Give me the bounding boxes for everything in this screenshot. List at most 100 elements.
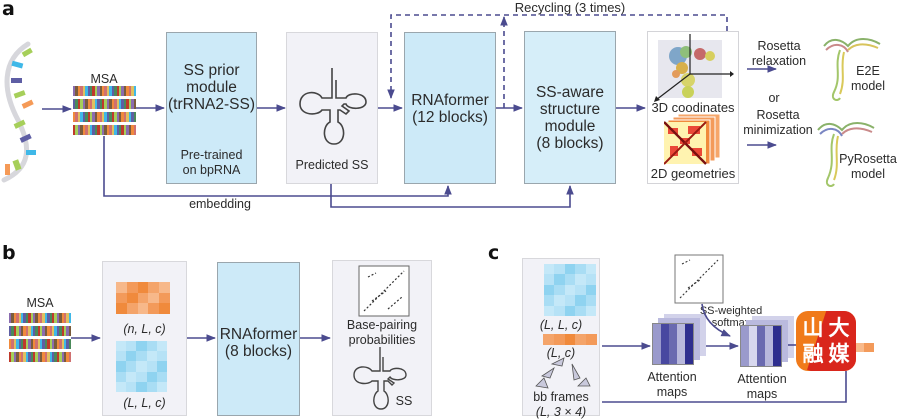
msa-column-cell (52, 352, 55, 362)
ss-prior-line-3: (trRNA2-SS) (168, 96, 255, 113)
e2e-model-structure-icon (823, 38, 881, 101)
pair-embedding-cell (136, 351, 147, 362)
attention-cell (685, 348, 693, 356)
watermark-logo-text: 山 大 融 媒 (800, 315, 852, 367)
msa-column-cell (11, 352, 14, 362)
pair-embedding-cell (575, 274, 586, 285)
msa-column-cell (47, 326, 50, 336)
msa-column-cell (131, 112, 134, 122)
msa-column-cell (28, 326, 31, 336)
msa-column-cell (114, 112, 117, 122)
msa-column-cell (92, 86, 95, 96)
msa-column-cell (30, 352, 33, 362)
msa-column-cell (126, 112, 129, 122)
rnaformer-12-line-1: RNAformer (411, 92, 489, 109)
panel-letter-c: c (488, 242, 500, 264)
msa-column-cell (54, 339, 57, 349)
single-embedding-cell (564, 334, 576, 345)
msa-column-cell (30, 326, 33, 336)
attention-cell (653, 340, 661, 348)
attention-cell (749, 326, 757, 334)
msa-column-cell (121, 99, 124, 109)
pair-embedding-cell (564, 264, 576, 275)
msa-column-cell (56, 352, 60, 362)
secondary-structure-icon (299, 68, 367, 145)
pair-embedding-cell (156, 341, 167, 352)
msa-column-cell (89, 86, 93, 96)
pair-embedding-cell (544, 305, 555, 316)
ss-aware-line-2: structure (539, 101, 601, 118)
attention-cell (653, 324, 661, 332)
msa-column-cell (85, 125, 88, 135)
pair-embedding-cell (554, 264, 565, 275)
pair-embedding-cell (544, 284, 555, 296)
msa-column-cell (73, 125, 76, 135)
msa-column-cell (99, 112, 103, 122)
msa-column-cell (111, 86, 115, 96)
msa-column-cell (119, 86, 122, 96)
pair-embedding-cell (146, 361, 157, 372)
connector-bb-frames-to-update (602, 371, 847, 403)
msa-column-cell (92, 99, 95, 109)
msa-column-cell (37, 352, 41, 362)
pair-embedding-cell (554, 284, 565, 296)
attention-cell (669, 356, 677, 364)
attention-cell (741, 342, 749, 350)
msa-row (9, 326, 72, 336)
msa-column-cell (133, 99, 136, 109)
contact-map-icon-b (358, 265, 410, 317)
msa-column-cell (32, 313, 36, 323)
msa-column-cell (42, 326, 45, 336)
pyrosetta-model-label: PyRosetta model (836, 152, 900, 182)
pair-embedding-cell (575, 305, 586, 316)
msa-column-cell (44, 313, 48, 323)
attention-cell (773, 358, 781, 366)
arrow-embedding-to-rnaformer (103, 136, 452, 197)
msa-column-cell (63, 326, 67, 336)
pyrosetta-model-structure-icon (817, 122, 875, 187)
msa-embedding-cell (126, 292, 138, 304)
attention-cell (749, 334, 757, 342)
msa-column-cell (94, 86, 98, 96)
single-embedding-bar (543, 334, 597, 345)
3d-coordinates-label: 3D coodinates (651, 100, 735, 115)
attention-cell (773, 342, 781, 350)
or-label: or (768, 91, 780, 105)
pyrosetta-line-2: model (850, 167, 886, 181)
msa-column-cell (75, 112, 78, 122)
msa-column-cell (116, 86, 120, 96)
msa-column-cell (52, 339, 55, 349)
msa-column-cell (9, 313, 12, 323)
attention-cell (685, 340, 693, 348)
msa-column-cell (66, 352, 69, 362)
msa-column-cell (80, 112, 83, 122)
pair-embedding-cell (554, 274, 565, 285)
msa-column-cell (106, 112, 110, 122)
msa-column-cell (109, 125, 112, 135)
msa-column-cell (121, 112, 124, 122)
attention-cell (677, 348, 685, 356)
msa-column-cell (87, 125, 90, 135)
msa-column-cell (94, 125, 98, 135)
msa-embedding-cell (148, 292, 160, 304)
msa-column-cell (49, 339, 53, 349)
msa-column-cell (68, 339, 72, 349)
msa-column-cell (109, 99, 112, 109)
msa-column-cell (20, 313, 24, 323)
msa-column-cell (75, 125, 78, 135)
msa-column-cell (121, 86, 124, 96)
msa-column-cell (80, 125, 83, 135)
msa-column-cell (42, 313, 45, 323)
msa-column-cell (116, 125, 120, 135)
msa-column-cell (44, 339, 48, 349)
relax-line-2: relaxation (751, 54, 807, 68)
msa-column-cell (54, 352, 57, 362)
pair-embedding-cell (146, 341, 157, 352)
msa-column-cell (73, 86, 76, 96)
msa-column-cell (126, 125, 129, 135)
pair-embedding-cell (564, 284, 576, 296)
msa-column-cell (18, 313, 21, 323)
msa-column-cell (59, 352, 62, 362)
pair-embedding-cell (585, 305, 596, 316)
msa-column-cell (80, 99, 83, 109)
